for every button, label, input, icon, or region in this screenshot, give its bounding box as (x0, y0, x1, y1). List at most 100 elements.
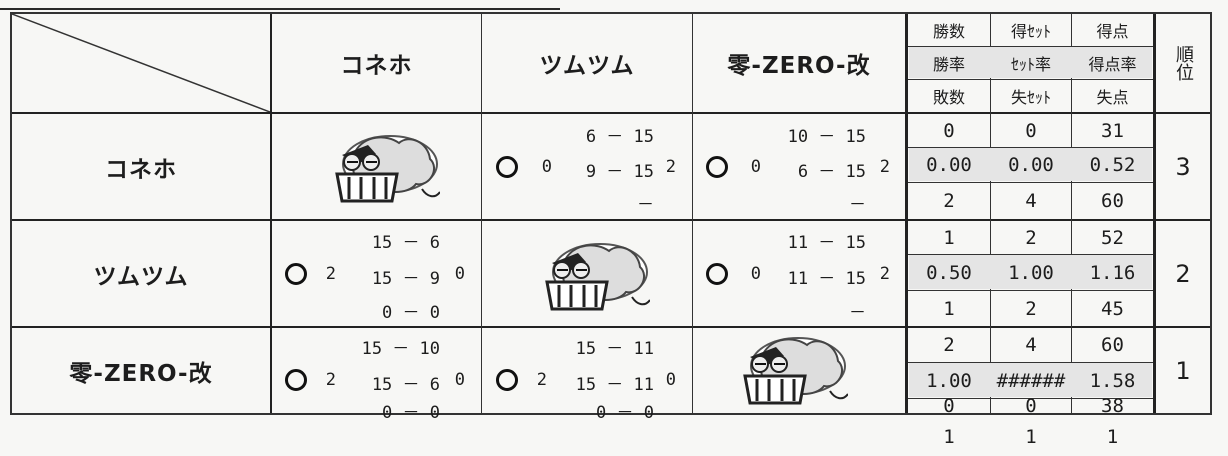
stat-divider (908, 46, 1153, 47)
stat-set-rate: 0.00 (1008, 154, 1054, 176)
stat-wins: 0 (943, 119, 955, 142)
stat-divider (908, 290, 1153, 291)
match-right-score: 0 (454, 370, 465, 390)
win-circle-icon (706, 263, 728, 285)
footer-value: 1 (1106, 426, 1119, 448)
stat-sets-lost: 4 (1025, 190, 1037, 212)
match-right-score: 0 (454, 264, 465, 284)
match-left-score: 2 (536, 370, 547, 390)
column-divider (270, 14, 272, 413)
match-right-score: 2 (879, 264, 890, 284)
stat-divider (908, 362, 1153, 363)
column-header-team-3: 零-ZERO-改 (727, 53, 871, 79)
rank-value: 1 (1175, 356, 1191, 385)
rank-value: 3 (1175, 152, 1191, 181)
title-underline (0, 0, 560, 10)
stat-sets-won: 4 (1025, 334, 1037, 356)
stat-set-rate: 1.00 (1008, 261, 1054, 284)
stat-divider (908, 79, 1153, 80)
stat-header-set-rate: ｾｯﾄ率 (1010, 55, 1051, 74)
column-divider (1153, 14, 1156, 413)
match-right-score: 2 (665, 157, 676, 177)
match-right-score: 0 (665, 370, 676, 390)
stat-divider (908, 147, 1153, 148)
stat-divider (908, 182, 1153, 183)
stat-header-point-rate: 得点率 (1088, 55, 1137, 74)
stat-header-points-lost: 失点 (1096, 88, 1129, 107)
column-header-team-2: ツムツム (539, 53, 635, 79)
set-score: 11 － 15 (787, 233, 866, 253)
stat-points: 52 (1101, 226, 1124, 249)
set-score: 15 － 10 (361, 339, 440, 359)
stat-win-rate: 1.00 (926, 369, 972, 392)
set-score: － (849, 195, 866, 215)
win-circle-icon (706, 156, 728, 178)
stat-sets-won: 2 (1025, 226, 1037, 249)
header-shade (909, 47, 1152, 78)
header-divider (12, 112, 1210, 114)
win-circle-icon (496, 369, 518, 391)
stat-points: 31 (1101, 119, 1124, 142)
header-diagonal-line (12, 14, 270, 112)
stat-win-rate: 0.50 (926, 261, 972, 284)
stat-wins: 2 (943, 334, 955, 356)
win-circle-icon (496, 156, 518, 178)
set-score: 6 － 15 (797, 162, 866, 182)
stat-points-lost: 38 (1101, 395, 1124, 417)
set-score: 15 － 6 (371, 375, 440, 395)
set-score: 0 － 0 (382, 403, 440, 423)
row-header-team-2: ツムツム (93, 263, 189, 290)
set-score: 15 － 11 (575, 339, 654, 359)
stat-sets-lost: 0 (1025, 395, 1037, 417)
column-divider (1071, 14, 1072, 413)
set-score: 15 － 6 (371, 233, 440, 253)
column-divider (990, 14, 991, 413)
rank-header: 順位 (1173, 45, 1194, 81)
stat-losses: 1 (943, 297, 955, 320)
set-score: 11 － 15 (787, 269, 866, 289)
stat-points-lost: 60 (1101, 190, 1124, 212)
stat-win-rate: 0.00 (926, 154, 972, 176)
stat-losses: 0 (943, 395, 955, 417)
stat-point-rate: 0.52 (1089, 154, 1136, 176)
stat-points: 60 (1101, 334, 1124, 356)
match-left-score: 2 (325, 264, 336, 284)
rank-value: 2 (1175, 259, 1191, 288)
stat-wins: 1 (943, 226, 955, 249)
stat-header-win-rate: 勝率 (932, 55, 965, 74)
stat-point-rate: 1.16 (1089, 261, 1136, 284)
column-divider (905, 14, 908, 413)
sheep-mascot-image (335, 135, 440, 203)
set-score: 15 － 11 (575, 375, 654, 395)
stat-header-points: 得点 (1096, 22, 1129, 41)
column-header-team-1: コネホ (340, 53, 413, 79)
stat-header-sets-won: 得ｾｯﾄ (1010, 22, 1051, 41)
set-score: － (637, 195, 654, 215)
sheep-mascot-image (743, 337, 848, 405)
stat-divider (908, 254, 1153, 255)
row-divider (12, 326, 1210, 328)
column-divider (481, 14, 482, 413)
stat-header-sets-lost: 失ｾｯﾄ (1010, 88, 1051, 107)
match-left-score: 0 (750, 157, 761, 177)
win-circle-icon (285, 369, 307, 391)
stat-point-rate: 1.58 (1089, 369, 1136, 392)
stat-sets-won: 0 (1025, 119, 1037, 142)
stat-header-wins: 勝数 (932, 22, 965, 41)
stat-shade (909, 148, 1152, 181)
set-score: 6 － 15 (585, 127, 654, 147)
row-divider (12, 219, 1210, 221)
match-left-score: 0 (541, 157, 552, 177)
column-divider (692, 14, 693, 413)
league-table: コネホ ツムツム 零-ZERO-改 勝数 得ｾｯﾄ 得点 勝率 ｾｯﾄ率 得点率… (10, 12, 1212, 423)
stat-losses: 2 (943, 190, 955, 212)
stat-points-lost: 45 (1101, 297, 1124, 320)
footer-value: 1 (943, 426, 955, 448)
match-left-score: 2 (325, 370, 336, 390)
set-score: 0 － 0 (596, 403, 654, 423)
set-score: 15 － 9 (371, 269, 440, 289)
match-right-score: 2 (879, 157, 890, 177)
sheep-mascot-image (545, 243, 650, 311)
row-header-team-3: 零-ZERO-改 (69, 360, 213, 387)
stat-shade (909, 363, 1152, 397)
